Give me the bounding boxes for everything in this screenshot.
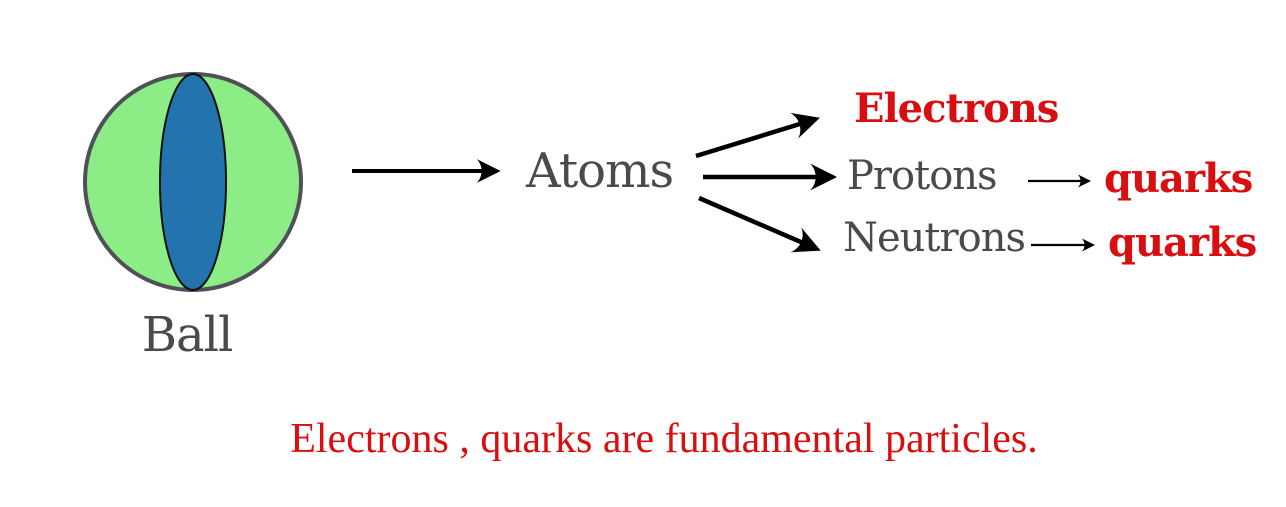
quarks-from-neutrons-label: quarks	[1108, 219, 1257, 266]
arrow-atoms-to-neutrons	[698, 195, 821, 253]
atoms-label: Atoms	[526, 143, 674, 199]
neutrons-label: Neutrons	[843, 215, 1026, 261]
ball-core-ellipse	[159, 73, 227, 291]
arrow-atoms-to-electrons	[695, 112, 820, 159]
fundamental-particles-caption: Electrons , quarks are fundamental parti…	[290, 416, 1038, 462]
quarks-from-protons-label: quarks	[1104, 155, 1253, 202]
electrons-label: Electrons	[854, 85, 1059, 132]
ball-label: Ball	[141, 307, 234, 363]
protons-label: Protons	[847, 153, 998, 199]
